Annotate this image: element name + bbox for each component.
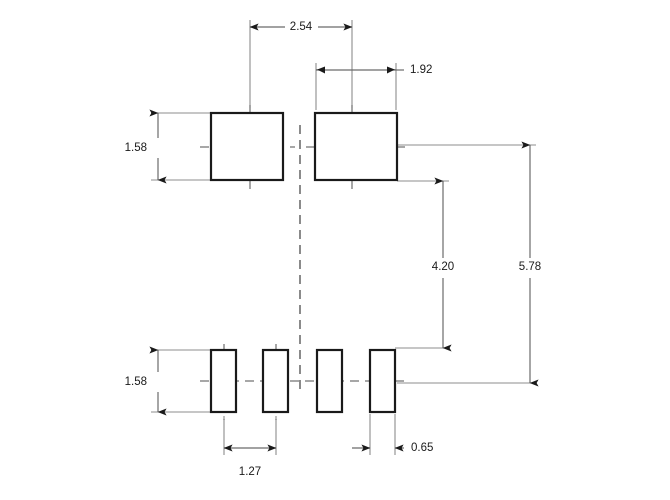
dim-text-pitch-bottom: 1.27 — [239, 466, 261, 478]
bottom-pad-1 — [209, 348, 238, 414]
bottom-pad-3 — [315, 348, 344, 414]
dim-text-span-outer: 5.78 — [519, 261, 541, 273]
dim-arrow-192-right — [387, 66, 396, 74]
dimension-lines-group — [149, 23, 539, 452]
dim-text-height-top: 1.58 — [125, 142, 147, 154]
dim-text-span-inner: 4.20 — [432, 261, 454, 273]
dim-arrow-192-left — [316, 66, 325, 74]
dim-text-width-bottom: 0.65 — [411, 442, 433, 454]
dim-text-pitch-top: 2.54 — [290, 21, 313, 33]
dim-text-height-bottom: 1.58 — [125, 376, 147, 388]
top-pad-2 — [313, 111, 399, 182]
bottom-pad-2 — [261, 348, 290, 414]
extension-lines-group — [151, 20, 536, 455]
dim-text-width-top-right: 1.92 — [410, 64, 432, 76]
bottom-pad-4 — [368, 348, 397, 414]
pads-group — [209, 111, 399, 414]
dimension-labels-group: 2.54 1.92 1.58 4.20 5.78 1.58 1.27 0.65 — [125, 21, 542, 478]
top-pad-1 — [209, 111, 285, 182]
